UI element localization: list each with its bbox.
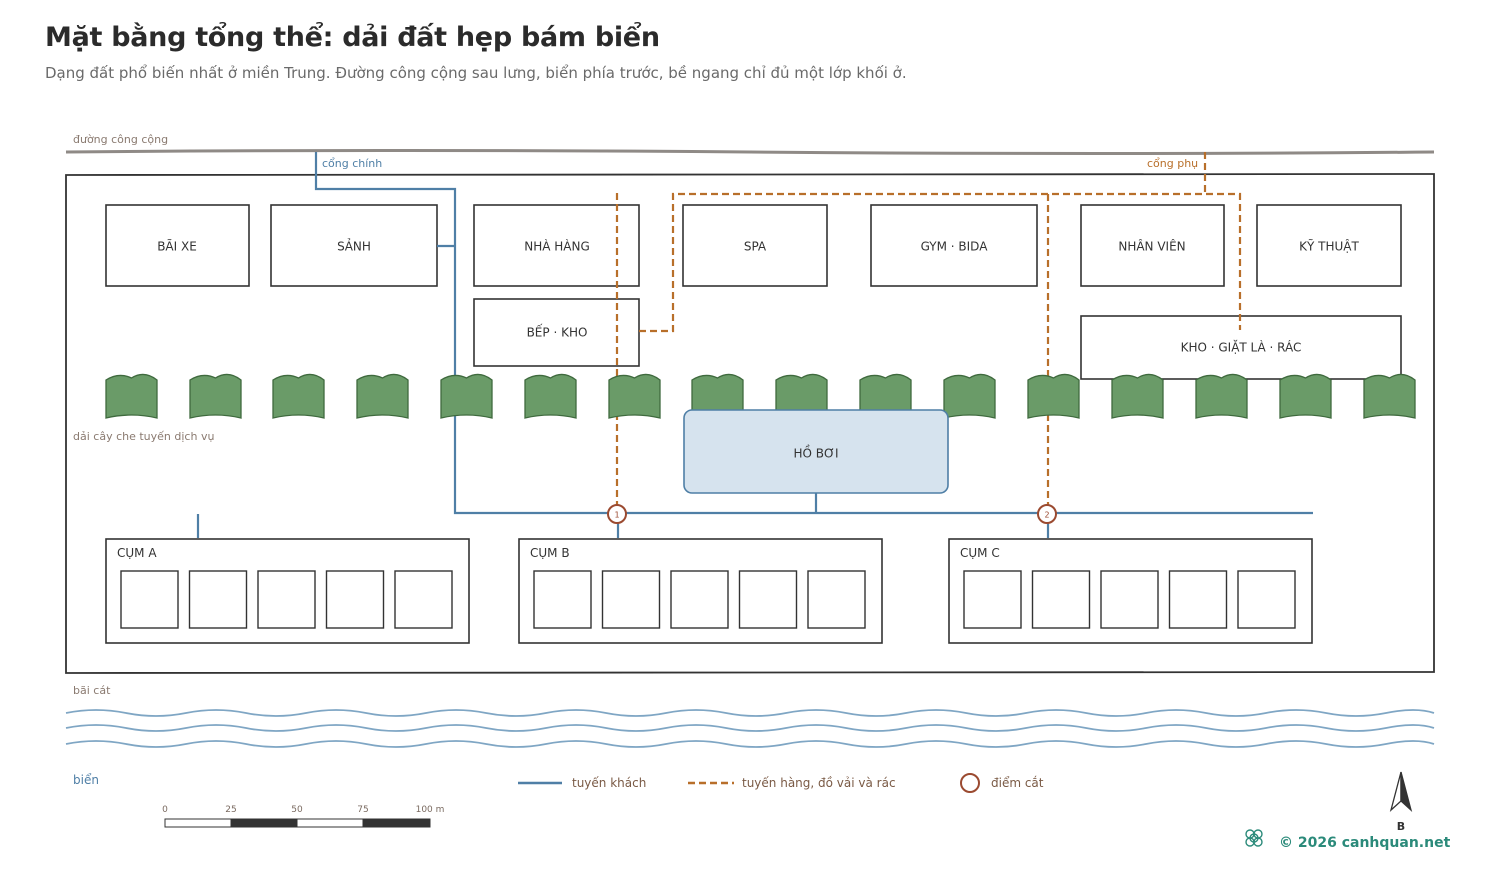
tree <box>356 373 409 419</box>
building-lobby: SẢNH <box>270 204 438 287</box>
building-kitchen: BẾP · KHO <box>473 298 640 367</box>
site-boundary <box>65 173 1435 674</box>
svg-text:50: 50 <box>291 805 303 815</box>
svg-text:GYM · BIDA: GYM · BIDA <box>921 240 989 254</box>
page-subtitle: Dạng đất phổ biến nhất ở miền Trung. Đườ… <box>45 64 907 82</box>
legend: tuyến khách tuyến hàng, đồ vải và rác đi… <box>518 773 1044 793</box>
svg-text:BÃI XE: BÃI XE <box>157 239 197 254</box>
svg-text:KHO · GIẶT LÀ · RÁC: KHO · GIẶT LÀ · RÁC <box>1181 340 1302 355</box>
svg-text:100 m: 100 m <box>416 805 445 815</box>
svg-text:KỸ THUẬT: KỸ THUẬT <box>1299 239 1359 254</box>
tree <box>440 373 493 419</box>
tree <box>272 373 325 419</box>
svg-text:2: 2 <box>1044 511 1049 520</box>
sea-label: biển <box>73 773 99 787</box>
pool: HỒ BƠI <box>683 409 949 494</box>
villa-unit <box>1031 570 1091 629</box>
building-parking: BÃI XE <box>105 204 250 287</box>
villa-unit <box>120 570 179 629</box>
crossing-point-1: 1 <box>607 504 627 524</box>
svg-text:SPA: SPA <box>744 240 767 254</box>
tree <box>105 373 158 419</box>
tree-strip <box>105 373 1416 419</box>
building-laundry: KHO · GIẶT LÀ · RÁC <box>1080 315 1402 380</box>
svg-text:NHÀ HÀNG: NHÀ HÀNG <box>524 239 590 254</box>
villa-unit <box>188 570 248 629</box>
legend-crossing-label: điểm cắt <box>991 776 1044 790</box>
cluster-c: CỤM C <box>948 538 1313 644</box>
legend-service-label: tuyến hàng, đồ vải và rác <box>742 776 896 790</box>
tree <box>608 373 661 419</box>
cluster-label: CỤM B <box>530 546 570 560</box>
beach-label: bãi cát <box>73 684 111 697</box>
side-gate-label: cổng phụ <box>1147 157 1198 170</box>
cluster-label: CỤM C <box>960 546 1000 560</box>
cluster-label: CỤM A <box>117 546 157 560</box>
tree <box>943 373 996 419</box>
building-gym: GYM · BIDA <box>870 204 1038 287</box>
svg-text:1: 1 <box>614 511 619 520</box>
crossing-point-2: 2 <box>1037 504 1057 524</box>
villa-unit <box>963 570 1022 629</box>
sea-waves <box>65 709 1435 748</box>
tree <box>1195 373 1248 419</box>
villa-unit <box>1168 570 1228 629</box>
svg-text:NHÂN VIÊN: NHÂN VIÊN <box>1118 239 1185 254</box>
svg-text:BẾP · KHO: BẾP · KHO <box>527 324 588 340</box>
legend-guest-label: tuyến khách <box>572 776 646 790</box>
svg-text:HỒ BƠI: HỒ BƠI <box>793 445 838 461</box>
villa-unit <box>533 570 592 629</box>
villa-unit <box>325 570 385 629</box>
building-technical: KỸ THUẬT <box>1256 204 1402 287</box>
tree <box>1363 373 1416 419</box>
tree <box>1111 373 1164 419</box>
canhquan-logo-icon <box>1245 829 1263 847</box>
villa-unit <box>670 570 729 629</box>
svg-text:25: 25 <box>225 805 236 815</box>
svg-text:SẢNH: SẢNH <box>337 238 371 254</box>
service-route <box>615 152 1242 513</box>
building-spa: SPA <box>682 204 828 287</box>
main-gate-label: cổng chính <box>322 157 382 170</box>
public-road-line <box>65 149 1435 155</box>
building-restaurant: NHÀ HÀNG <box>473 204 640 287</box>
cluster-a: CỤM A <box>105 538 470 644</box>
villa-unit <box>257 570 316 629</box>
legend-crossing-swatch <box>960 773 980 793</box>
svg-text:75: 75 <box>357 805 368 815</box>
tree <box>524 373 577 419</box>
villa-clusters: CỤM A CỤM B CỤM C <box>105 538 1313 644</box>
villa-unit <box>738 570 798 629</box>
villa-unit <box>807 570 866 629</box>
footer-copyright: © 2026 canhquan.net <box>1279 835 1451 851</box>
villa-unit <box>1237 570 1296 629</box>
cluster-b: CỤM B <box>518 538 883 644</box>
tree <box>1279 373 1332 419</box>
villa-unit <box>394 570 453 629</box>
svg-text:0: 0 <box>162 805 168 815</box>
north-arrow-icon: B <box>1389 771 1413 833</box>
villa-unit <box>601 570 661 629</box>
villa-unit <box>1100 570 1159 629</box>
public-road-label: đường công cộng <box>73 133 168 146</box>
tree <box>1027 373 1080 419</box>
page-title: Mặt bằng tổng thể: dải đất hẹp bám biển <box>45 22 660 53</box>
north-label: B <box>1397 820 1405 833</box>
scale-bar: 0 25 50 75 100 m <box>162 805 445 828</box>
building-staff: NHÂN VIÊN <box>1080 204 1225 287</box>
tree-strip-label: dải cây che tuyến dịch vụ <box>73 430 214 443</box>
tree <box>189 373 242 419</box>
